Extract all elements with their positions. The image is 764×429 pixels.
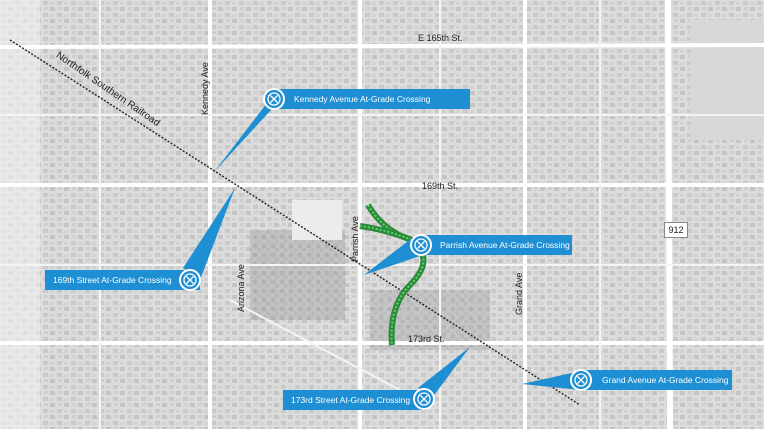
street-label-e165: E 165th St. bbox=[418, 33, 463, 43]
street-label-173rd: 173rd St. bbox=[408, 334, 445, 344]
railroad-crossing-icon[interactable] bbox=[570, 369, 592, 391]
callout-label: 173rd Street At-Grade Crossing bbox=[291, 395, 411, 405]
street-label-arizona: Arizona Ave bbox=[236, 264, 246, 312]
callout-label: Parrish Avenue At-Grade Crossing bbox=[440, 240, 570, 250]
callout-label: Grand Avenue At-Grade Crossing bbox=[602, 375, 729, 385]
s173-pointer bbox=[418, 347, 470, 398]
callout-173rd-crossing[interactable]: 173rd Street At-Grade Crossing bbox=[283, 390, 427, 410]
parrish-pointer bbox=[364, 238, 420, 275]
kennedy-pointer bbox=[214, 90, 277, 172]
s169-pointer bbox=[183, 188, 235, 280]
street-label-parrish: Parrish Ave bbox=[350, 216, 360, 262]
railroad-line bbox=[9, 39, 581, 406]
railroad-crossing-icon[interactable] bbox=[179, 269, 201, 291]
railroad-crossing-icon[interactable] bbox=[410, 234, 432, 256]
highway-shield-912: 912 bbox=[664, 222, 688, 238]
callout-label: 169th Street At-Grade Crossing bbox=[53, 275, 172, 285]
railroad-crossing-icon[interactable] bbox=[263, 88, 285, 110]
callout-169th-crossing[interactable]: 169th Street At-Grade Crossing bbox=[45, 270, 200, 290]
street-label-169th: 169th St. bbox=[422, 181, 459, 191]
railroad-crossing-icon[interactable] bbox=[413, 388, 435, 410]
callout-label: Kennedy Avenue At-Grade Crossing bbox=[294, 94, 431, 104]
callout-kennedy-crossing[interactable]: Kennedy Avenue At-Grade Crossing bbox=[274, 89, 470, 109]
street-label-grand: Grand Ave bbox=[514, 272, 524, 315]
callout-parrish-crossing[interactable]: Parrish Avenue At-Grade Crossing bbox=[422, 235, 572, 255]
street-label-kennedy: Kennedy Ave bbox=[200, 62, 210, 115]
trail-path bbox=[365, 203, 427, 346]
grand-pointer bbox=[522, 372, 580, 390]
callout-grand-crossing[interactable]: Grand Avenue At-Grade Crossing bbox=[582, 370, 732, 390]
